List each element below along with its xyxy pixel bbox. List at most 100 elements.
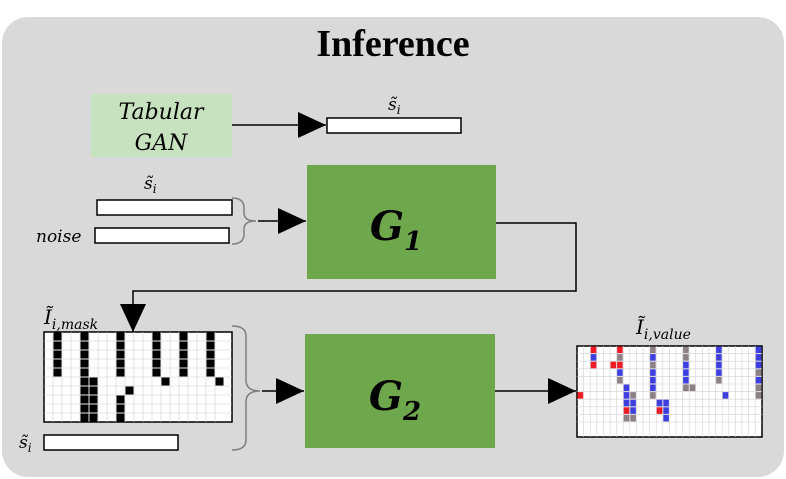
value-grid-cell: [656, 399, 663, 407]
mask-grid-cell: [89, 395, 98, 404]
mask-grid-cell: [215, 377, 224, 386]
value-grid-cell: [689, 384, 696, 392]
g2-box: [305, 334, 495, 448]
value-grid-cell: [755, 384, 762, 392]
value-grid-cell: [650, 346, 656, 354]
value-grid-cell: [630, 399, 636, 407]
value-grid: [576, 345, 763, 438]
mask-grid-cell: [89, 386, 98, 395]
mask-grid: [43, 331, 233, 423]
mask-grid-cell: [161, 377, 170, 386]
mask-grid-cell: [206, 359, 215, 368]
value-grid-cell: [663, 399, 669, 407]
value-grid-cell: [630, 414, 636, 422]
mask-grid-cell: [152, 332, 161, 341]
value-grid-cell: [755, 376, 762, 384]
mask-grid-cell: [152, 350, 161, 359]
value-grid-cell: [683, 384, 689, 392]
mask-grid-cell: [179, 368, 188, 377]
value-grid-cell: [650, 384, 656, 392]
mask-grid-cell: [179, 332, 188, 341]
mask-grid-cell: [89, 413, 98, 422]
mask-grid-cell: [116, 350, 125, 359]
value-grid-cell: [630, 407, 636, 414]
connector-g1-to-mask: [120, 222, 577, 332]
mask-grid-cell: [179, 350, 188, 359]
value-grid-cell: [716, 354, 722, 361]
mask-grid-cell: [80, 404, 89, 413]
mask-grid-cell: [80, 413, 89, 422]
mask-grid-cell: [89, 377, 98, 386]
mask-grid-cell: [206, 332, 215, 341]
value-grid-cell: [650, 361, 656, 369]
mask-grid-cell: [53, 359, 62, 368]
mask-label: Ĩi,mask: [43, 305, 98, 333]
mask-grid-cell: [116, 404, 125, 413]
value-grid-cell: [716, 376, 722, 384]
value-grid-cell: [617, 369, 623, 376]
value-grid-cell: [683, 346, 689, 354]
value-grid-cell: [630, 392, 636, 399]
value-grid-cell: [623, 399, 630, 407]
value-grid-cell: [590, 361, 597, 369]
mask-grid-cell: [116, 395, 125, 404]
value-grid-cell: [683, 376, 689, 384]
mask-grid-cell: [53, 332, 62, 341]
mask-grid-cell: [89, 404, 98, 413]
mask-grid-cell: [116, 341, 125, 350]
value-grid-cell: [755, 361, 762, 369]
mask-grid-cell: [206, 350, 215, 359]
noise-label: noise: [36, 227, 81, 247]
mask-grid-cell: [80, 386, 89, 395]
value-grid-cell: [623, 414, 630, 422]
value-grid-cell: [716, 346, 722, 354]
mask-grid-cell: [53, 341, 62, 350]
s-tilde-label-g1: s̃i: [144, 174, 157, 196]
mask-grid-cell: [152, 359, 161, 368]
mask-grid-cell: [206, 368, 215, 377]
value-grid-cell: [577, 392, 584, 399]
value-grid-cell: [617, 361, 623, 369]
s-tilde-bar-g1: [96, 199, 233, 216]
value-grid-cell: [722, 392, 729, 399]
g1-box: [307, 165, 496, 279]
value-grid-cell: [590, 354, 597, 361]
mask-grid-cell: [116, 413, 125, 422]
s-tilde-label-top: s̃i: [388, 95, 401, 117]
value-grid-cell: [755, 346, 762, 354]
brace-g1: [231, 197, 257, 245]
value-grid-cell: [617, 354, 623, 361]
value-grid-cell: [590, 346, 597, 354]
mask-grid-cell: [206, 341, 215, 350]
s-tilde-bar-g2: [43, 434, 179, 451]
mask-grid-cell: [179, 359, 188, 368]
tabular-gan-label-line1: Tabular: [118, 100, 204, 125]
value-grid-cell: [716, 361, 722, 369]
value-grid-cell: [755, 354, 762, 361]
mask-grid-cell: [152, 368, 161, 377]
value-grid-cell: [623, 384, 630, 392]
value-grid-cell: [610, 361, 617, 369]
value-grid-cell: [650, 392, 656, 399]
mask-grid-cell: [80, 341, 89, 350]
value-grid-cell: [683, 361, 689, 369]
mask-grid-cell: [125, 386, 134, 395]
value-grid-cell: [755, 369, 762, 376]
value-grid-cell: [650, 369, 656, 376]
value-grid-cell: [663, 407, 669, 414]
value-grid-cell: [623, 392, 630, 399]
tabular-gan-label-line2: GAN: [135, 131, 188, 156]
s-tilde-bar-top: [326, 117, 462, 134]
mask-grid-cell: [53, 368, 62, 377]
value-grid-cell: [650, 354, 656, 361]
value-grid-cell: [623, 407, 630, 414]
value-grid-cell: [683, 369, 689, 376]
value-grid-cell: [663, 414, 669, 422]
mask-grid-cell: [116, 332, 125, 341]
value-grid-cell: [683, 354, 689, 361]
value-grid-cell: [755, 392, 762, 399]
brace-g2: [231, 325, 261, 451]
mask-grid-cell: [116, 368, 125, 377]
